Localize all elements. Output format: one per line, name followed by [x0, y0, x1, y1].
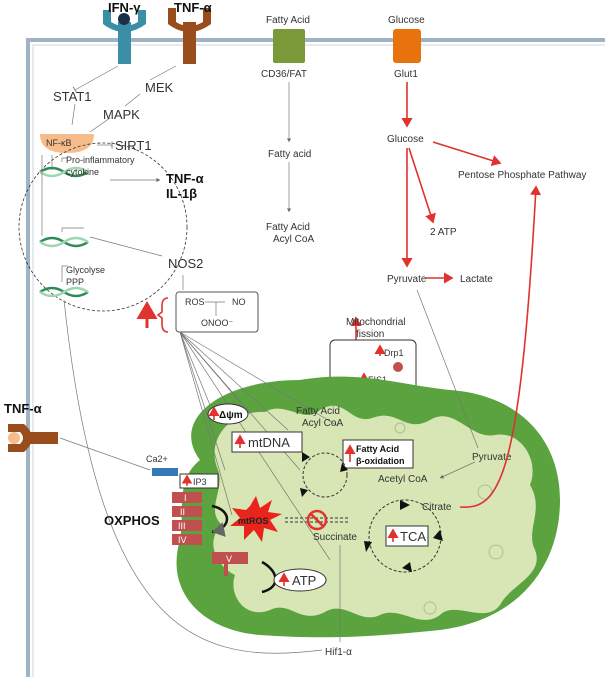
mito-acyl-coa-line1: Fatty Acid	[296, 406, 340, 417]
mito-pyruvate-label: Pyruvate	[472, 452, 512, 463]
nfkb-shape	[40, 134, 94, 153]
tca-label: TCA	[400, 529, 426, 544]
cytokine-label: cytokine	[66, 167, 99, 177]
complex-v	[212, 552, 248, 564]
fao-line1: Fatty Acid	[356, 444, 399, 454]
dna-helix-2	[39, 236, 89, 248]
oxphos-label: OXPHOS	[104, 513, 160, 528]
succinate-label: Succinate	[313, 532, 357, 543]
ros-label: ROS	[185, 297, 205, 307]
fao-cycle	[302, 452, 348, 498]
tnf-alpha-label-top: TNF-α	[174, 0, 212, 15]
drp1-marker	[393, 362, 403, 372]
onoo-label: ONOO⁻	[201, 318, 234, 328]
tnf-alpha-receptor-side	[8, 424, 58, 452]
pro-inflammatory-label: Pro-inflammatory	[66, 155, 135, 165]
glut1-label: Glut1	[394, 69, 418, 80]
fatty-acid-label: Fatty acid	[268, 149, 311, 160]
lactate-label: Lactate	[460, 274, 493, 285]
ppp-label: PPP	[66, 277, 84, 287]
mtdna-box	[231, 431, 303, 453]
ca-label: Ca2+	[146, 454, 168, 464]
complex-iii-label: III	[178, 521, 186, 531]
glucose-label: Glucose	[387, 134, 424, 145]
mitochondrion-inner	[213, 405, 537, 620]
dpsi-label: Δψm	[219, 410, 243, 421]
complex-stack	[172, 492, 202, 545]
fatty-acid-top-label: Fatty Acid	[266, 15, 310, 26]
fatty-acid-acyl-coa-line1: Fatty Acid	[266, 222, 310, 233]
mtros-label: mtROS	[238, 516, 269, 526]
cd36-transporter	[273, 29, 305, 63]
tnf-alpha-label-side: TNF-α	[4, 401, 42, 416]
nos2-label: NOS2	[168, 256, 203, 271]
cd36-label: CD36/FAT	[261, 69, 307, 80]
nfkb-label: NF-κB	[46, 138, 72, 148]
glut1-transporter	[393, 29, 421, 63]
complex-iv-label: IV	[178, 535, 187, 545]
fao-line2: β-oxidation	[356, 456, 405, 466]
atp-label: ATP	[292, 573, 316, 588]
fatty-acid-acyl-coa-line2: Acyl CoA	[273, 234, 314, 245]
ip3-label: IP3	[193, 477, 207, 487]
sirt1-label: SIRT1	[115, 138, 152, 153]
hif1a-label: Hif1-α	[325, 647, 352, 658]
glucose-top-label: Glucose	[388, 15, 425, 26]
ifn-gamma-label: IFN-γ	[108, 0, 141, 15]
cell-membrane	[26, 38, 605, 677]
acetyl-coa-label: Acetyl CoA	[378, 474, 428, 485]
complex-ii-label: II	[180, 507, 185, 517]
inhibition-icon	[306, 509, 328, 531]
mapk-label: MAPK	[103, 107, 140, 122]
complex-v-label: V	[226, 554, 232, 564]
fission-line1: Mitochondrial	[346, 317, 405, 328]
dna-helix-3	[39, 286, 89, 298]
citrate-label: Citrate	[422, 502, 452, 513]
nucleus-region	[18, 142, 188, 312]
mtros-burst	[230, 496, 282, 542]
ifn-gamma-receptor	[103, 10, 146, 64]
ros-box	[175, 291, 259, 333]
tnf-alpha-cytokine-label: TNF-α	[166, 171, 204, 186]
tnf-alpha-receptor-top	[168, 8, 211, 64]
complex-i-label: I	[184, 493, 187, 503]
mtdna-label: mtDNA	[248, 435, 290, 450]
mito-acyl-coa-line2: Acyl CoA	[302, 418, 343, 429]
mek-label: MEK	[145, 80, 174, 95]
atp2-label: 2 ATP	[430, 227, 457, 238]
ip3-channel	[152, 468, 178, 476]
il1b-label: IL-1β	[166, 186, 197, 201]
fission-line2: fission	[356, 329, 384, 340]
dna-helix-1	[39, 166, 89, 178]
no-label: NO	[232, 297, 246, 307]
ppp-full-label: Pentose Phosphate Pathway	[458, 170, 586, 181]
stat1-label: STAT1	[53, 89, 92, 104]
glycolyse-label: Glycolyse	[66, 265, 105, 275]
drp1-label: Drp1	[384, 348, 404, 358]
pyruvate-label: Pyruvate	[387, 274, 427, 285]
